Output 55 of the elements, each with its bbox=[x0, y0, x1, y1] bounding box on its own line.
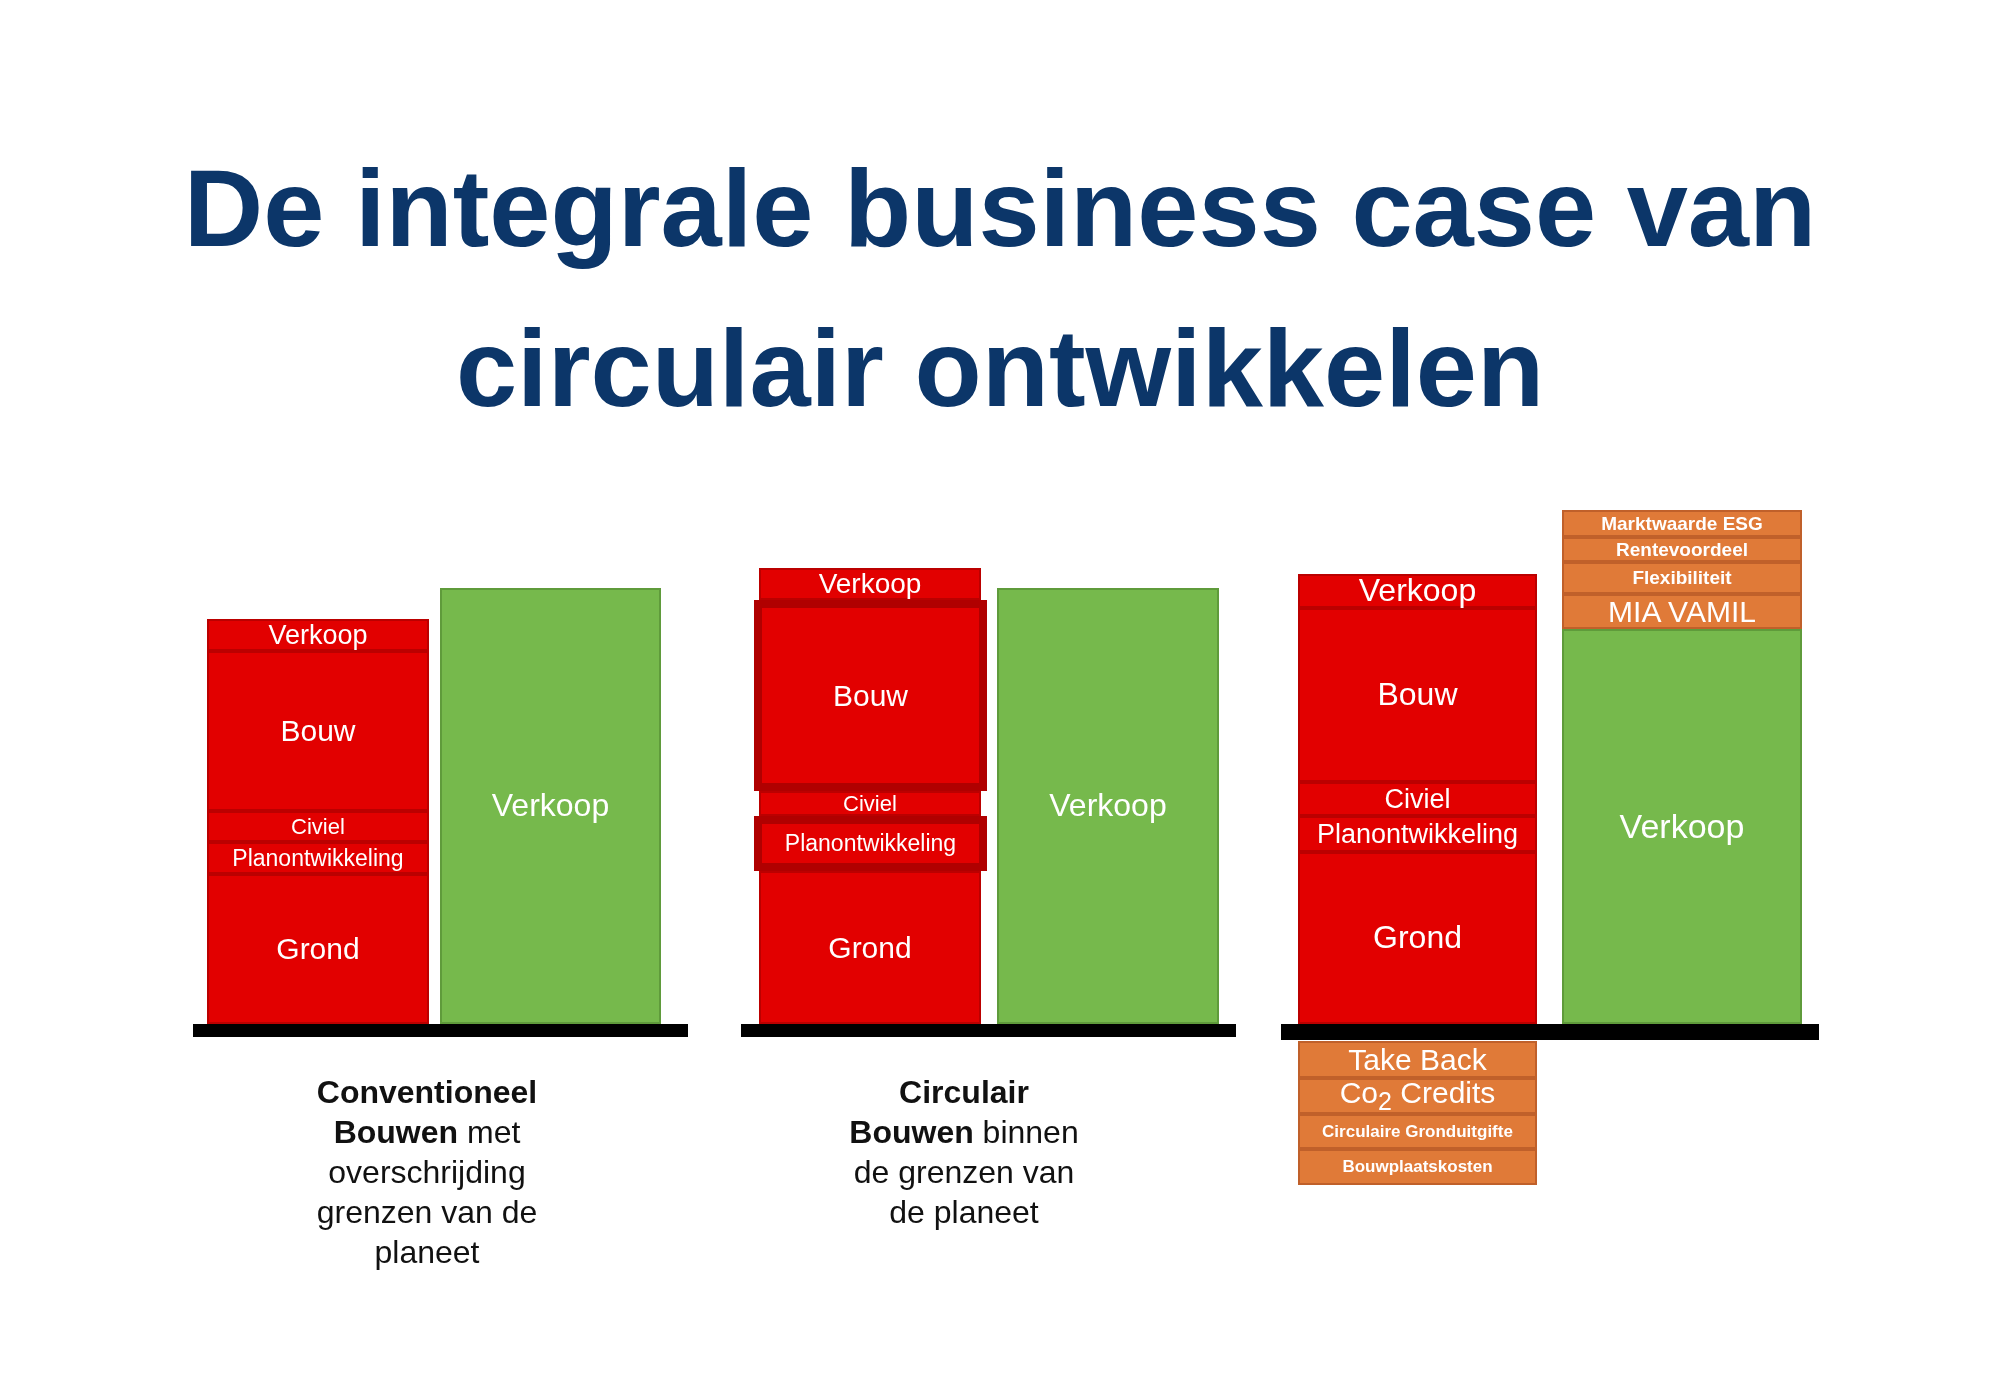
segment-label: Circulaire Gronduitgifte bbox=[1322, 1122, 1513, 1141]
cost-segment bbox=[1298, 816, 1537, 852]
segment-label: Co$_{2}$ Credits bbox=[1339, 1077, 1496, 1115]
segment-label: Civiel bbox=[843, 791, 897, 816]
segment-label: Verkoop bbox=[491, 789, 610, 823]
revenue-bar bbox=[997, 588, 1219, 1024]
segment-label: Verkoop bbox=[1049, 789, 1167, 823]
segment-label: Bouwplaatskosten bbox=[1342, 1158, 1493, 1176]
segment-label: Flexibiliteit bbox=[1632, 568, 1732, 588]
cost-segment bbox=[1298, 608, 1537, 782]
revenue-bar bbox=[440, 588, 661, 1024]
segment-label: Verkoop bbox=[268, 620, 368, 650]
cost-segment bbox=[759, 871, 981, 1024]
cost-segment bbox=[207, 651, 429, 811]
highlighted-cost-segment bbox=[754, 816, 987, 871]
benefit-segment bbox=[1562, 594, 1802, 629]
cost-segment bbox=[1298, 852, 1537, 1024]
segment-label: Verkoop bbox=[818, 569, 922, 599]
cost-segment bbox=[1298, 782, 1537, 816]
benefit-segment bbox=[1562, 537, 1802, 562]
cost-segment bbox=[759, 791, 981, 816]
segment-label: Bouw bbox=[1377, 678, 1458, 712]
benefit-segment bbox=[1298, 1041, 1537, 1078]
cost-segment bbox=[759, 568, 981, 600]
benefit-segment bbox=[1298, 1149, 1537, 1185]
segment-label: Grond bbox=[276, 933, 360, 965]
segment-label: Grond bbox=[828, 931, 912, 964]
segment-label: Bouw bbox=[832, 679, 908, 712]
segment-label: Bouw bbox=[280, 715, 356, 747]
segment-label: Civiel bbox=[1384, 784, 1451, 814]
segment-label: Planontwikkeling bbox=[784, 831, 957, 856]
cost-segment bbox=[207, 874, 429, 1024]
revenue-bar bbox=[1562, 629, 1802, 1024]
segment-label: Verkoop bbox=[1358, 574, 1477, 608]
segment-label: Civiel bbox=[291, 814, 345, 839]
benefit-segment bbox=[1562, 510, 1802, 537]
cost-segment bbox=[207, 811, 429, 842]
segment-label: Planontwikkeling bbox=[232, 845, 404, 871]
segment-label: Rentevoordeel bbox=[1616, 539, 1748, 560]
cost-segment bbox=[1298, 574, 1537, 608]
segment-label: Planontwikkeling bbox=[1316, 819, 1519, 849]
highlighted-cost-segment bbox=[754, 600, 987, 791]
benefit-segment bbox=[1298, 1114, 1537, 1149]
caption-text: Conventioneel Bouwen met overschrijding grenzen van de planeet bbox=[315, 1073, 539, 1272]
benefit-segment bbox=[1298, 1078, 1537, 1114]
cost-segment bbox=[207, 619, 429, 651]
segment-label: MIA VAMIL bbox=[1608, 595, 1756, 628]
segment-label: Grond bbox=[1373, 921, 1462, 955]
cost-segment bbox=[207, 842, 429, 874]
segment-label: Marktwaarde ESG bbox=[1601, 513, 1763, 534]
segment-label: Take Back bbox=[1348, 1043, 1487, 1076]
caption-text: Circulair Bouwen binnen de grenzen van de planeet bbox=[848, 1073, 1080, 1232]
benefit-segment bbox=[1562, 562, 1802, 594]
segment-label: Verkoop bbox=[1619, 808, 1745, 845]
title: De integrale business case van circulair ontwikkelen bbox=[182, 145, 1818, 431]
